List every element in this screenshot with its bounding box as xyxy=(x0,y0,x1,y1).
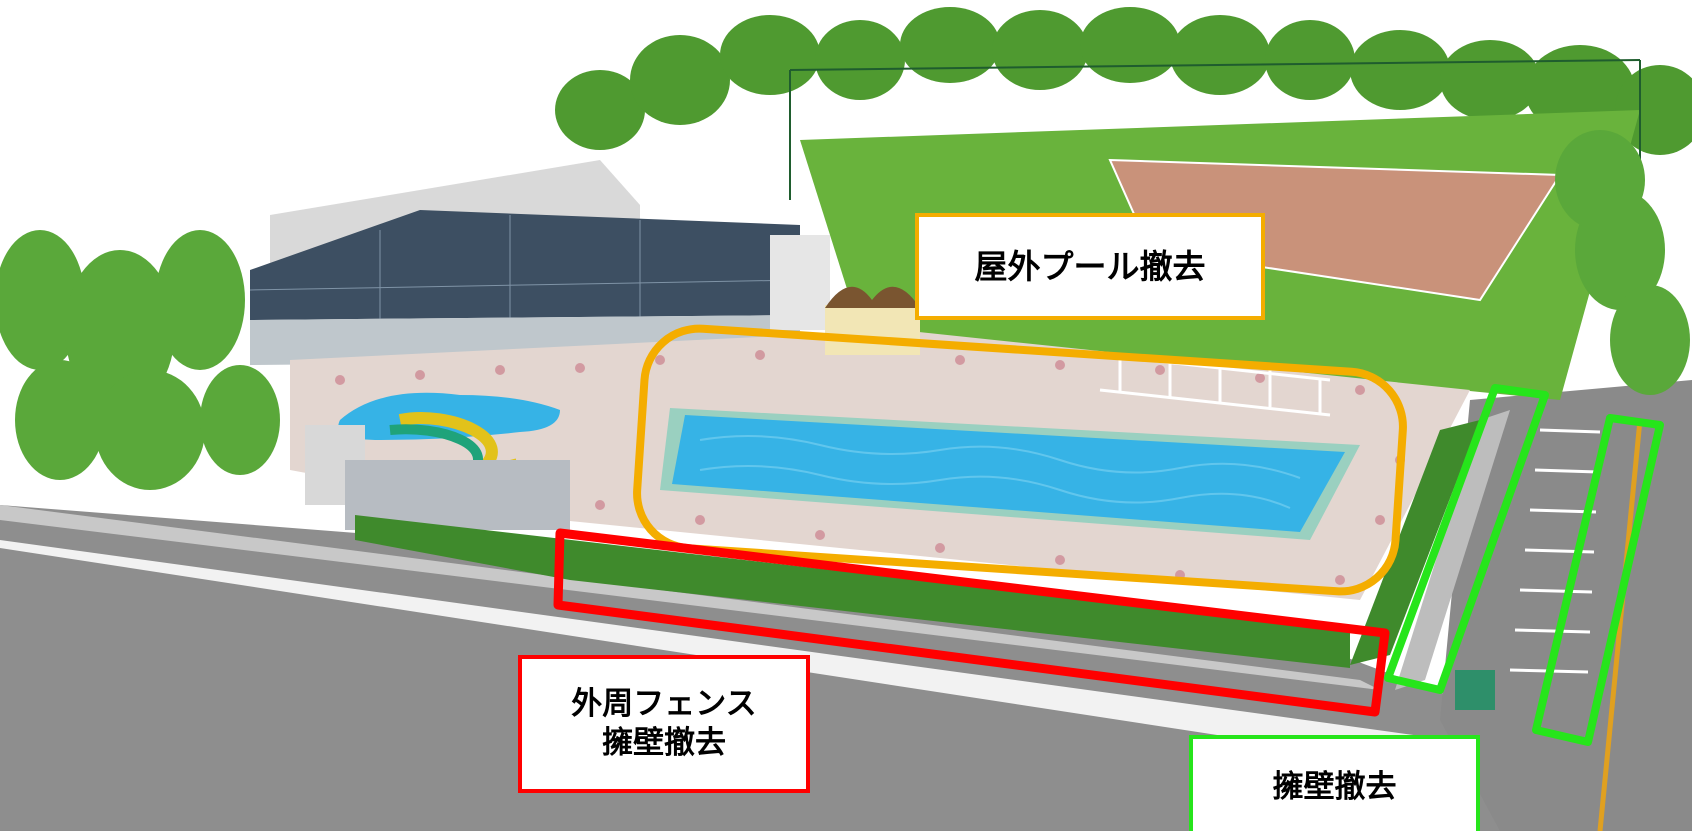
glass-roof xyxy=(250,210,800,320)
retaining-wall-highlight-left xyxy=(1384,384,1549,694)
retaining-wall-removal-text: 擁壁撤去 xyxy=(1272,768,1397,805)
fence-removal-line1: 外周フェンス xyxy=(571,686,757,723)
outdoor-pool-highlight xyxy=(633,324,1407,596)
retaining-wall-side xyxy=(1395,410,1510,690)
sidewalk xyxy=(0,505,1380,690)
retaining-wall-removal-label: 擁壁撤去 xyxy=(1189,735,1480,831)
road-center-line xyxy=(1597,419,1643,831)
outdoor-pool-removal-text: 屋外プール撤去 xyxy=(974,246,1206,286)
fence-highlight xyxy=(553,528,1390,717)
entrance-gate xyxy=(1455,670,1495,710)
stair-tower xyxy=(770,235,830,330)
side-hedge xyxy=(1350,420,1480,665)
perimeter-hedge xyxy=(355,515,1350,668)
outdoor-pool-removal-label: 屋外プール撤去 xyxy=(915,213,1265,320)
tree-cluster-left xyxy=(0,230,280,490)
outdoor-pool-water xyxy=(672,415,1345,532)
fence-removal-label: 外周フェンス 擁壁撤去 xyxy=(518,655,810,793)
small-building-icon xyxy=(825,305,920,355)
tree-cluster-right xyxy=(1555,130,1690,395)
glass-roof-grid xyxy=(249,215,801,320)
parking-stripes xyxy=(1509,428,1601,674)
fence-removal-line2: 擁壁撤去 xyxy=(602,725,726,761)
retaining-wall-highlight-right xyxy=(1532,414,1664,746)
small-building-roof xyxy=(825,286,920,308)
tree-line-top xyxy=(555,7,1692,155)
ball-field-infield xyxy=(1110,160,1560,300)
pool-ripples xyxy=(699,435,1301,509)
deck-tile-pattern xyxy=(335,345,1405,585)
